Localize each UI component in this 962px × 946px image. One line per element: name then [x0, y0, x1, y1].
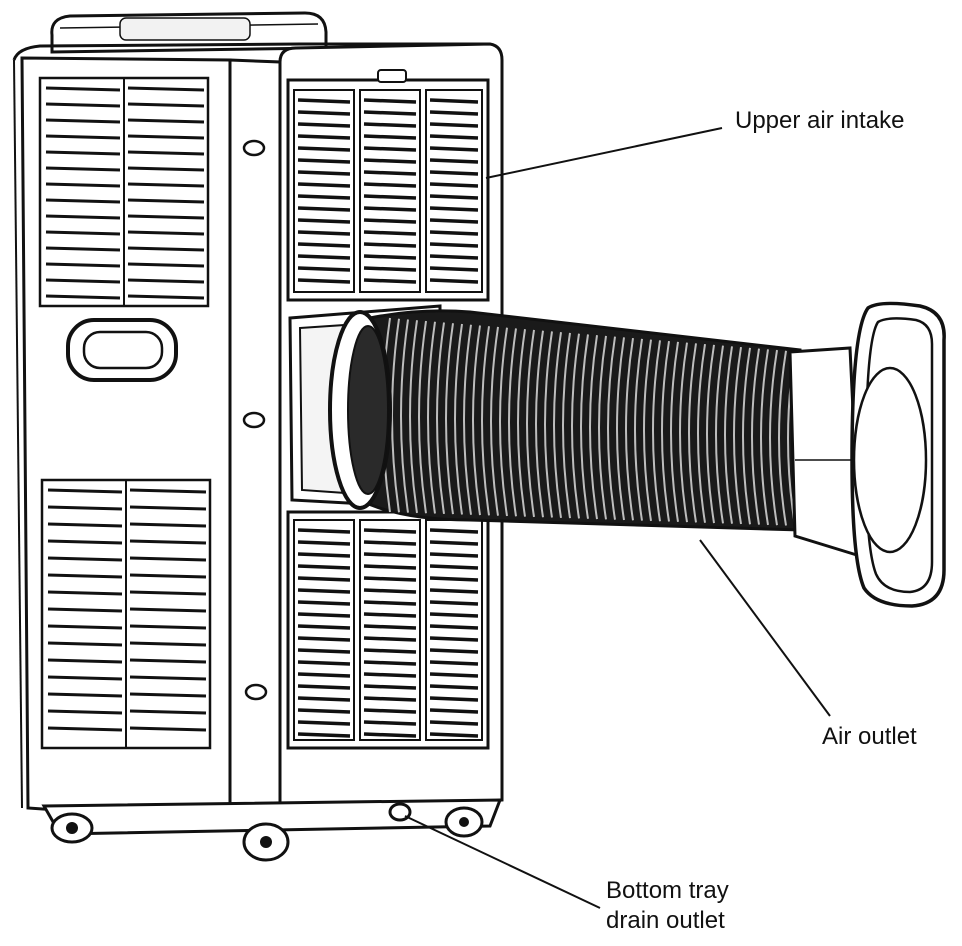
- bottom-tray-label-line1: Bottom tray: [606, 877, 729, 904]
- top-control-panel: [50, 11, 328, 54]
- left-upper-grille: [38, 76, 210, 308]
- upper-air-intake-grille: [286, 69, 490, 302]
- exhaust-hose: [328, 309, 802, 532]
- front-screws: [242, 139, 268, 701]
- window-nozzle: [788, 301, 946, 608]
- wheel-icon: [50, 812, 94, 844]
- wheel-icon: [242, 822, 290, 862]
- bottom-tray-drain-outlet-label: Bottom tray drain outlet: [606, 876, 729, 936]
- lower-intake-grille: [286, 510, 490, 750]
- leader-air-outlet: [699, 539, 831, 717]
- left-lower-grille: [40, 478, 212, 750]
- carry-handle: [66, 318, 178, 382]
- upper-air-intake-label: Upper air intake: [735, 107, 905, 134]
- bottom-tray-label-line2: drain outlet: [606, 907, 725, 934]
- leader-upper-air-intake: [485, 127, 723, 179]
- leader-lines: [404, 127, 831, 909]
- air-outlet-label: Air outlet: [822, 723, 917, 750]
- base-and-wheels: [41, 798, 503, 862]
- wheel-icon: [444, 806, 484, 838]
- leader-bottom-tray: [404, 815, 601, 909]
